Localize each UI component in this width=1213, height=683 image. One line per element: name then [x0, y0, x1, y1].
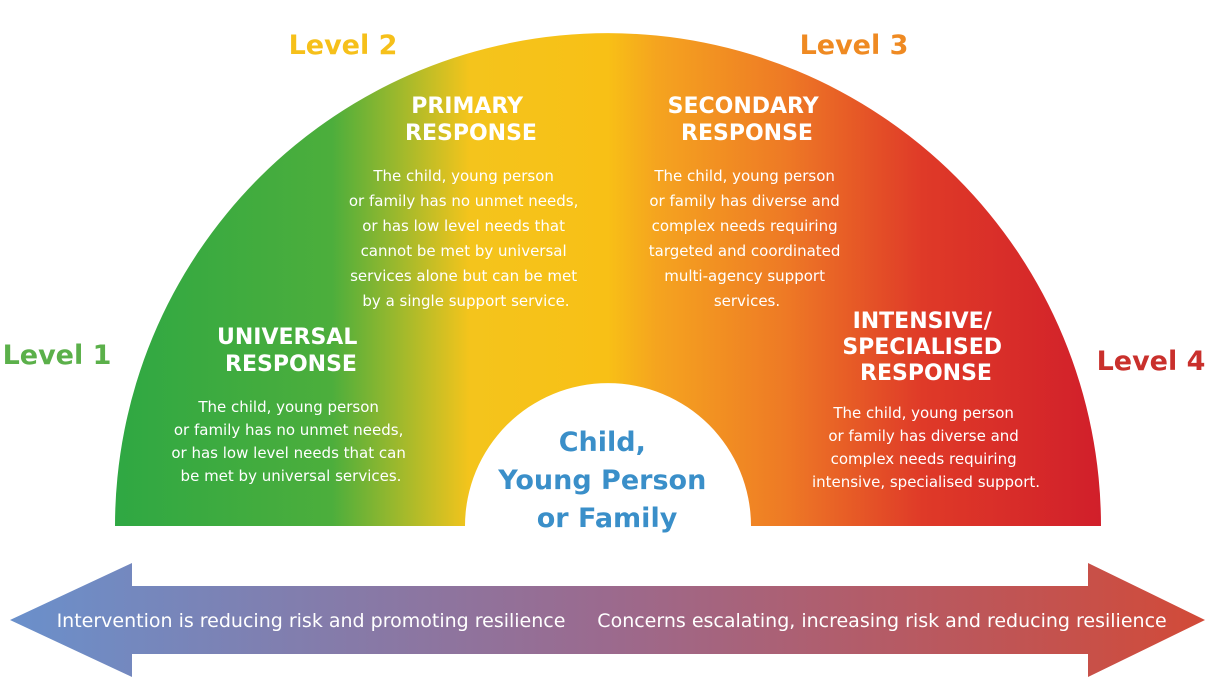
level-2-label: Level 2 — [289, 30, 398, 61]
level-1-label: Level 1 — [3, 340, 112, 371]
body-line: or has low level needs that can — [171, 444, 405, 462]
body-line: The child, young person — [653, 167, 835, 185]
body-line: or family has diverse and — [828, 427, 1018, 445]
heading-line: PRIMARY — [411, 94, 524, 119]
body-line: or has low level needs that — [362, 217, 565, 235]
universal-response-description: The child, young person or family has no… — [171, 398, 410, 485]
body-line: or family has no unmet needs, — [349, 192, 578, 210]
intensive-response-heading: INTENSIVE/ SPECIALISED RESPONSE — [842, 309, 1009, 386]
body-line: or family has no unmet needs, — [174, 421, 403, 439]
primary-response-heading: PRIMARY RESPONSE — [405, 94, 537, 146]
body-line: intensive, specialised support. — [812, 473, 1040, 491]
heading-line: UNIVERSAL — [217, 325, 357, 350]
center-line: Child, — [559, 427, 646, 458]
heading-line: SECONDARY — [668, 94, 820, 119]
center-line: Young Person — [497, 465, 706, 496]
center-line: or Family — [537, 503, 678, 534]
body-line: complex needs requiring — [652, 217, 838, 235]
body-line: The child, young person — [372, 167, 554, 185]
body-line: be met by universal services. — [181, 467, 402, 485]
body-line: multi-agency support — [664, 267, 825, 285]
level-4-label: Level 4 — [1097, 346, 1206, 377]
secondary-response-description: The child, young person or family has di… — [649, 167, 845, 310]
arrow-right-text: Concerns escalating, increasing risk and… — [597, 610, 1166, 632]
heading-line: RESPONSE — [681, 121, 813, 146]
body-line: The child, young person — [832, 404, 1014, 422]
body-line: services alone but can be met — [350, 267, 577, 285]
arrow-left-text: Intervention is reducing risk and promot… — [57, 610, 566, 632]
secondary-response-heading: SECONDARY RESPONSE — [668, 94, 827, 146]
heading-line: RESPONSE — [860, 361, 992, 386]
intensive-response-description: The child, young person or family has di… — [812, 404, 1040, 491]
body-line: cannot be met by universal — [361, 242, 567, 260]
body-line: targeted and coordinated — [649, 242, 841, 260]
body-line: The child, young person — [197, 398, 379, 416]
body-line: or family has diverse and — [649, 192, 839, 210]
heading-line: RESPONSE — [405, 121, 537, 146]
center-label: Child, Young Person or Family — [497, 427, 715, 534]
body-line: complex needs requiring — [831, 450, 1017, 468]
body-line: services. — [714, 292, 780, 310]
response-arc — [115, 33, 1101, 526]
universal-response-heading: UNIVERSAL RESPONSE — [217, 325, 365, 377]
heading-line: SPECIALISED — [842, 335, 1002, 360]
body-line: by a single support service. — [362, 292, 569, 310]
heading-line: INTENSIVE/ — [853, 309, 993, 334]
risk-arrow — [10, 563, 1205, 677]
level-3-label: Level 3 — [800, 30, 909, 61]
heading-line: RESPONSE — [225, 352, 357, 377]
primary-response-description: The child, young person or family has no… — [349, 167, 583, 310]
